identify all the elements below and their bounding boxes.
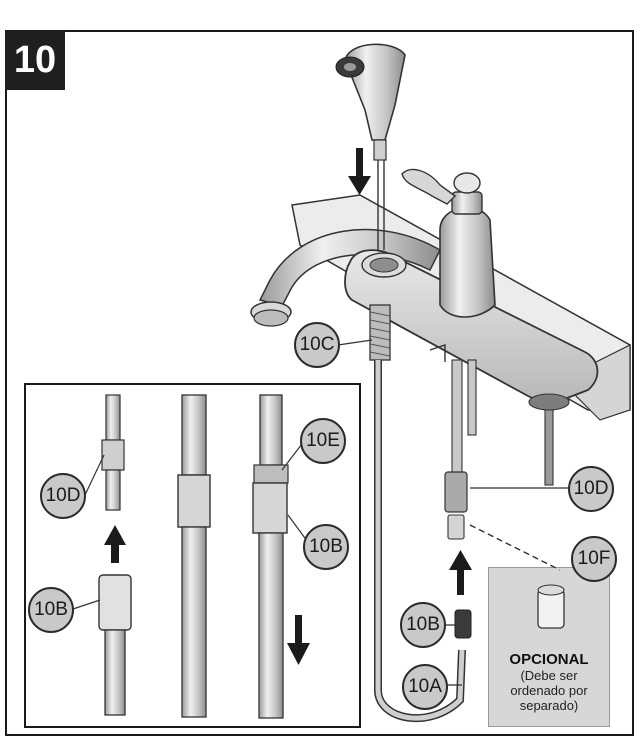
up-arrow-icon: [449, 550, 472, 595]
callout-10c: 10C: [294, 322, 340, 368]
callout-10b-main: 10B: [400, 602, 446, 648]
faucet-body: [401, 168, 496, 318]
callout-10b-inset-right: 10B: [303, 524, 349, 570]
callout-10e: 10E: [300, 418, 346, 464]
callout-10b-inset-left: 10B: [28, 587, 74, 633]
optional-note-line-2: ordenado por: [510, 683, 588, 698]
callout-10d-inset: 10D: [40, 473, 86, 519]
down-arrow-icon: [348, 148, 371, 195]
quick-connect-coupling: [454, 609, 472, 639]
base-plate: [344, 249, 599, 404]
step-number-badge: 10: [5, 30, 65, 90]
supply-lines: [429, 344, 570, 540]
inset-down-arrow-icon: [287, 615, 310, 665]
callout-10a: 10A: [402, 664, 448, 710]
side-sprayer: [335, 43, 406, 250]
inset-up-arrow-icon: [104, 525, 126, 563]
callout-10f: 10F: [571, 536, 617, 582]
optional-title: OPCIONAL: [509, 651, 589, 668]
optional-note-line-3: separado): [519, 698, 579, 713]
optional-note-line-1: (Debe ser: [520, 668, 578, 683]
callout-10d-main: 10D: [568, 466, 614, 512]
sprayer-shank: [369, 304, 466, 723]
